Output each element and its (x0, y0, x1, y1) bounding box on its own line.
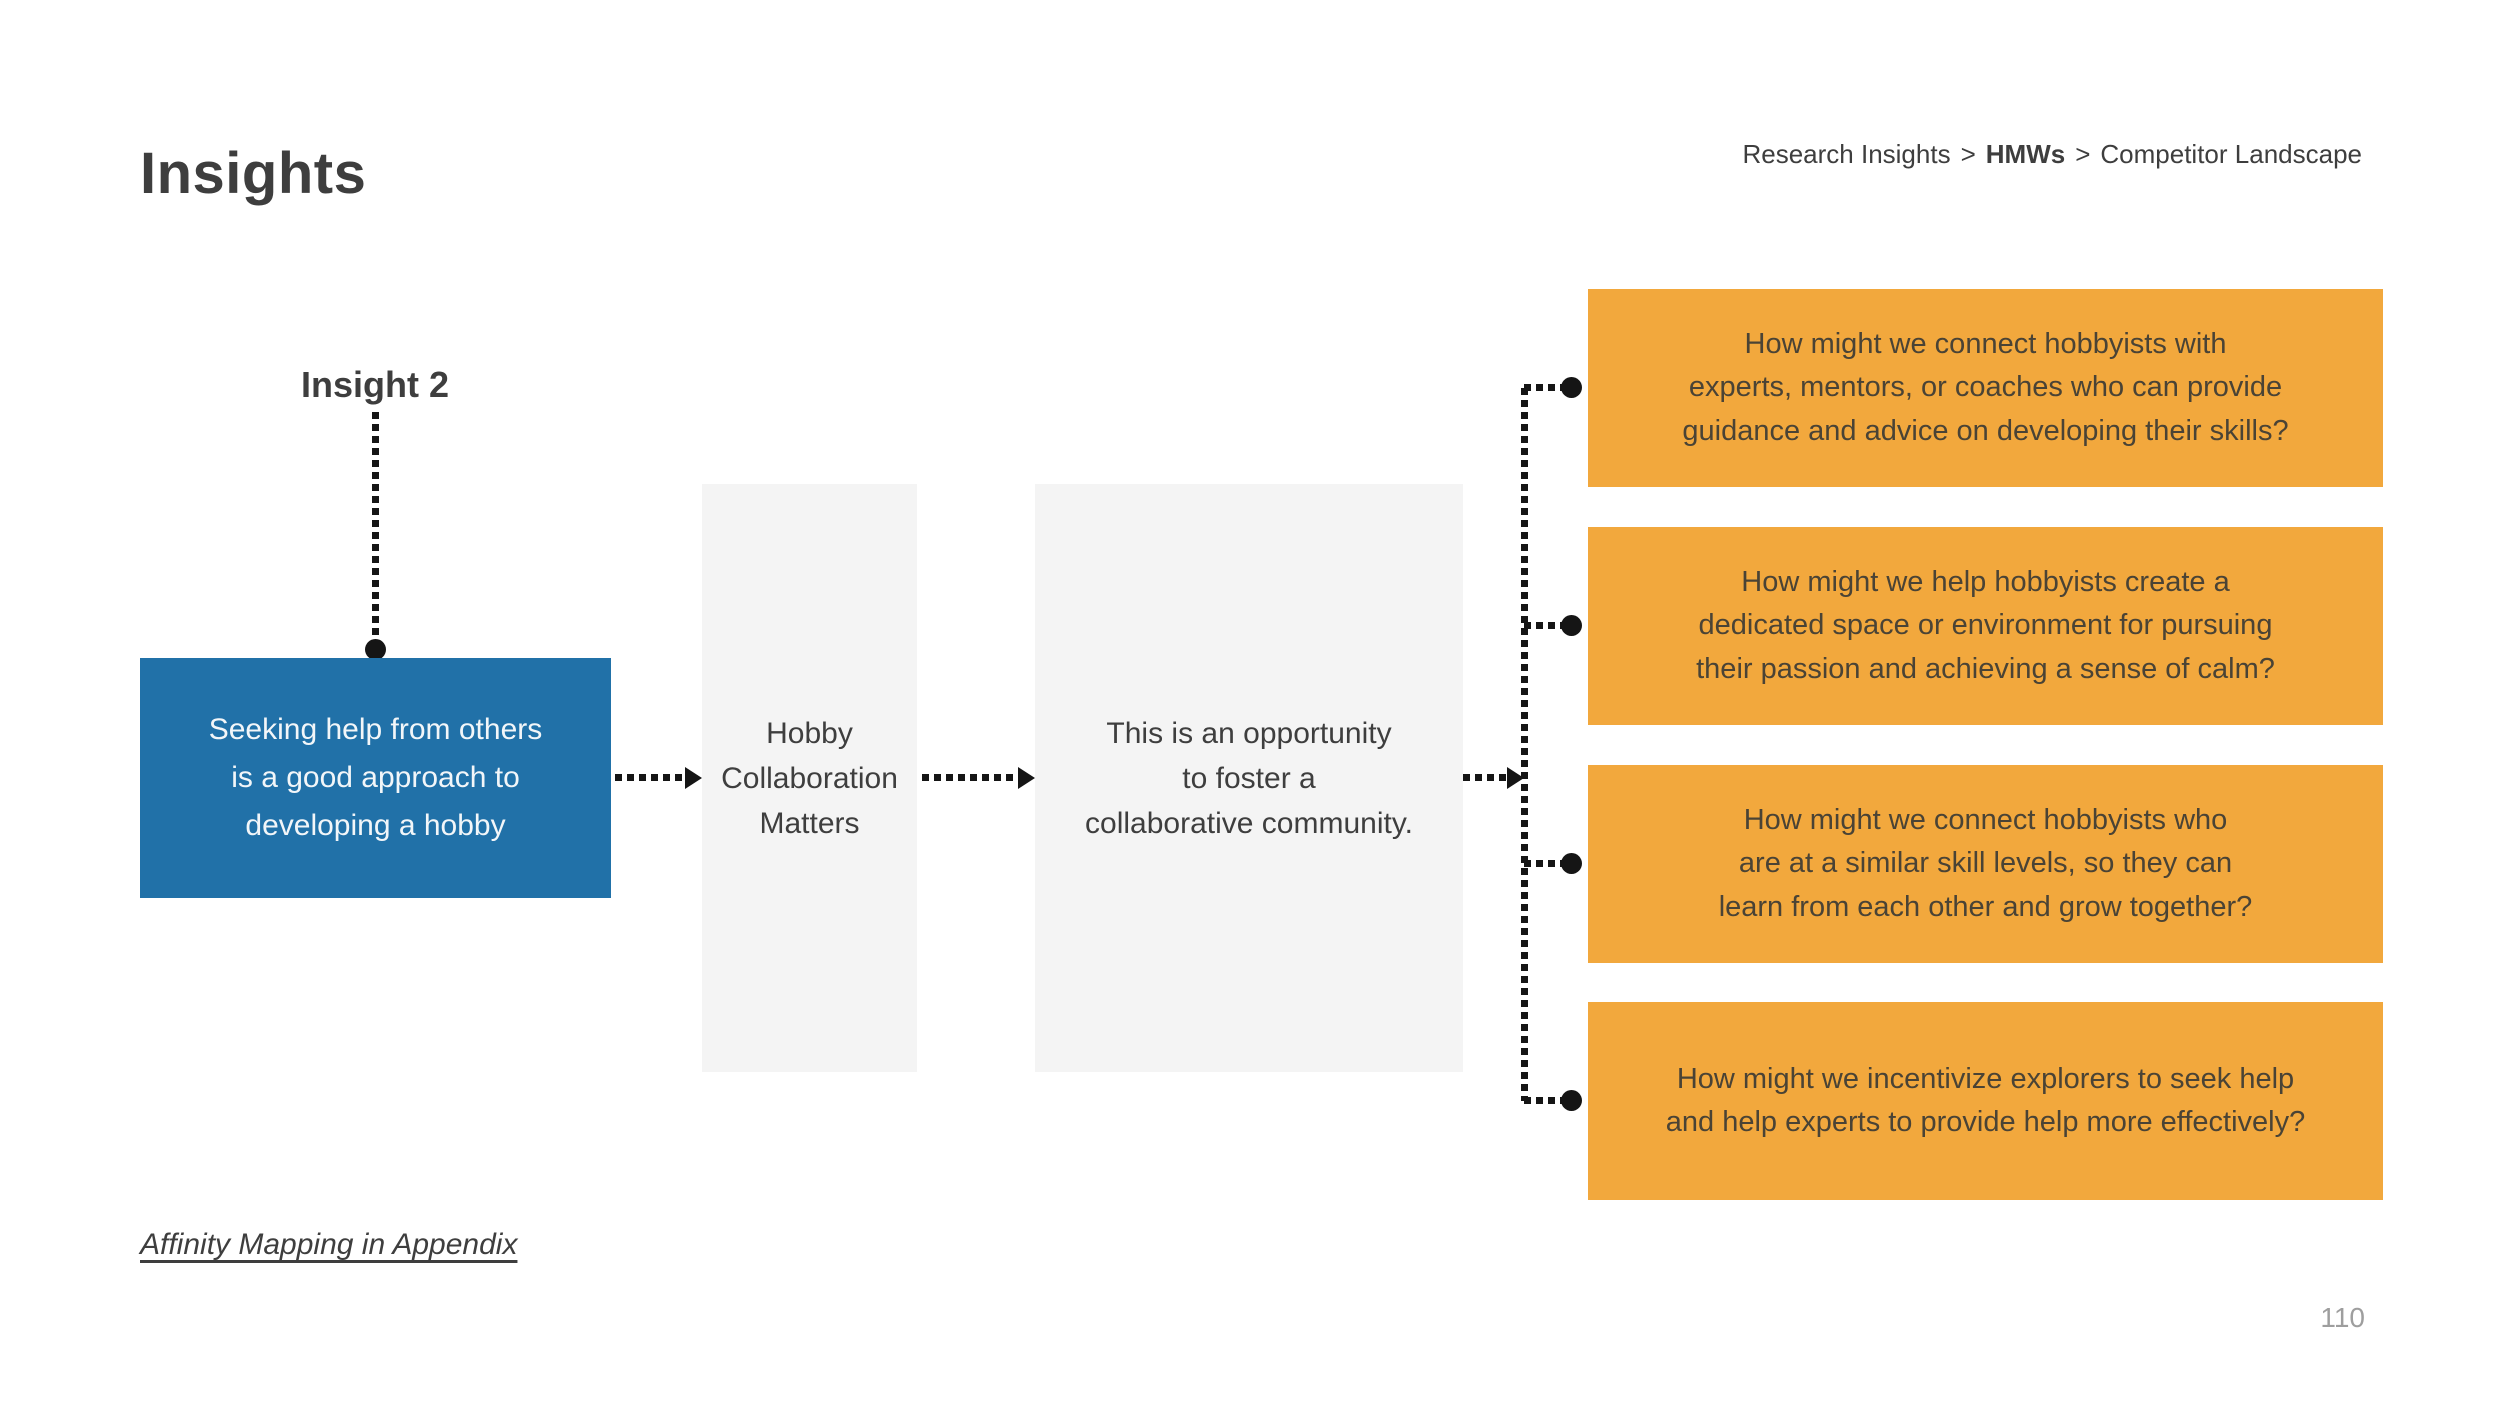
insight-statement-text: Seeking help from others is a good appro… (208, 713, 543, 842)
breadcrumb: Research Insights > HMWs > Competitor Landsc… (1600, 139, 2362, 170)
insight-label-connector-line (372, 412, 379, 638)
branch-dot-4 (1561, 1090, 1582, 1111)
flow-arrow-3-line (1463, 774, 1509, 781)
flow-arrow-1-head (685, 767, 702, 789)
hmw-text-2: How might we help hobbyists create a ded… (1696, 565, 2275, 685)
theme-box: Hobby Collaboration Matters (702, 484, 917, 1072)
branch-dot-3 (1561, 853, 1582, 874)
branch-stub-1 (1524, 384, 1564, 391)
flow-arrow-1-line (615, 774, 687, 781)
flow-arrow-3-head (1507, 767, 1524, 789)
hmw-text-1: How might we connect hobbyists with expe… (1682, 327, 2289, 447)
insight-label: Insight 2 (300, 364, 449, 405)
appendix-link[interactable]: Affinity Mapping in Appendix (140, 1228, 518, 1261)
hmw-box-3: How might we connect hobbyists who are a… (1588, 765, 2383, 963)
breadcrumb-item-competitor-landscape: Competitor Landscape (2100, 139, 2362, 169)
breadcrumb-item-research-insights: Research Insights (1742, 139, 1951, 169)
hmw-box-1: How might we connect hobbyists with expe… (1588, 289, 2383, 487)
branch-stub-4 (1524, 1097, 1564, 1104)
branch-stub-3 (1524, 860, 1564, 867)
opportunity-box: This is an opportunity to foster a colla… (1035, 484, 1463, 1072)
flow-arrow-2-line (922, 774, 1018, 781)
theme-text: Hobby Collaboration Matters (721, 716, 898, 840)
branch-dot-2 (1561, 615, 1582, 636)
branch-stub-2 (1524, 622, 1564, 629)
breadcrumb-separator: > (1960, 139, 1976, 169)
breadcrumb-item-hmws: HMWs (1985, 139, 2066, 169)
branch-trunk-line (1521, 388, 1528, 1101)
hmw-box-4: How might we incentivize explorers to se… (1588, 1002, 2383, 1200)
insight-statement-box: Seeking help from others is a good appro… (140, 658, 611, 898)
branch-dot-1 (1561, 377, 1582, 398)
opportunity-text: This is an opportunity to foster a colla… (1085, 716, 1413, 840)
hmw-box-2: How might we help hobbyists create a ded… (1588, 527, 2383, 725)
breadcrumb-separator: > (2075, 139, 2091, 169)
flow-arrow-2-head (1018, 767, 1035, 789)
hmw-text-3: How might we connect hobbyists who are a… (1718, 803, 2253, 923)
page-number: 110 (2320, 1302, 2365, 1333)
hmw-text-4: How might we incentivize explorers to se… (1665, 1062, 2306, 1139)
insight-label-connector-dot (365, 639, 386, 660)
page-title: Insights (140, 141, 367, 206)
